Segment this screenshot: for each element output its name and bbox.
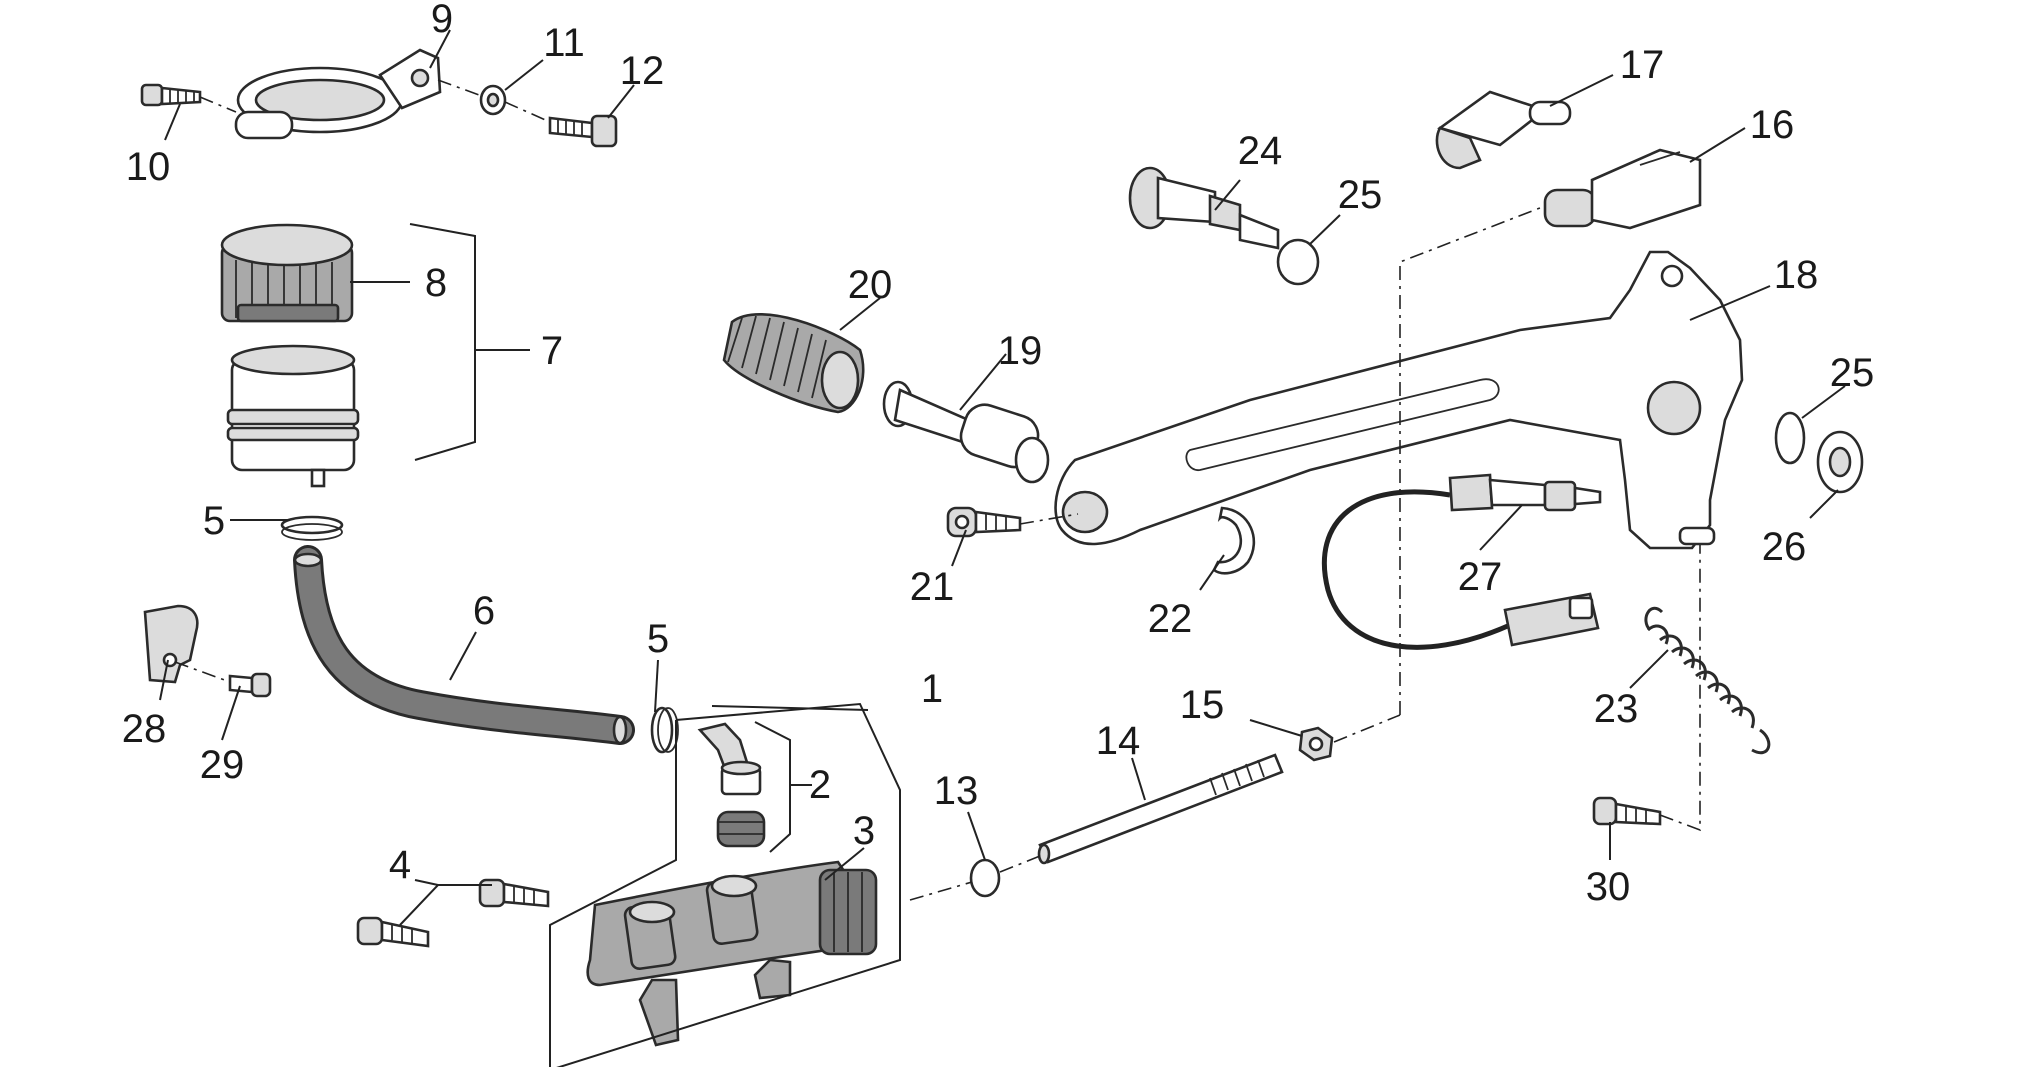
part-24-pivot-bolt (1128, 166, 1280, 250)
callout-labels: 1 2 3 4 5 5 6 7 8 9 10 11 12 13 14 15 16… (122, 0, 1875, 909)
callout-22: 22 (1148, 597, 1193, 641)
part-23-spring (1644, 606, 1771, 754)
part-20-pedal-rubber (722, 313, 865, 414)
part-19-pin (882, 380, 1050, 484)
callout-18: 18 (1774, 253, 1819, 297)
callout-14: 14 (1096, 719, 1141, 763)
part-29-screw (228, 672, 272, 698)
part-14-rod (1037, 753, 1284, 865)
callout-5-upper: 5 (203, 499, 225, 543)
callout-10: 10 (126, 145, 171, 189)
callout-1: 1 (921, 667, 943, 711)
part-21-screw (946, 506, 1022, 538)
part-27-switch (1321, 473, 1602, 650)
group-bracket-7 (409, 223, 530, 461)
part-26-washer (1816, 430, 1864, 494)
part-16-clevis (1543, 148, 1702, 230)
part-15-nut (1298, 726, 1334, 762)
callout-26: 26 (1762, 525, 1807, 569)
part-5-hose-clamp-upper (280, 515, 344, 541)
callout-5-lower: 5 (647, 617, 669, 661)
part-6-hose (293, 545, 635, 745)
part-22-circlip (1212, 506, 1256, 575)
part-11-washer (479, 84, 507, 116)
part-17-clip (1435, 90, 1572, 170)
assembly-lines (174, 79, 1701, 901)
callout-16: 16 (1750, 103, 1795, 147)
callout-19: 19 (998, 329, 1043, 373)
callout-11: 11 (543, 21, 585, 65)
callout-21: 21 (910, 565, 955, 609)
callout-17: 17 (1620, 43, 1665, 87)
callout-15: 15 (1180, 683, 1225, 727)
part-30-screw (1592, 796, 1662, 826)
part-7-reservoir (226, 344, 360, 488)
callout-4: 4 (389, 843, 411, 887)
part-8-reservoir-cap (220, 223, 354, 323)
callout-30: 30 (1586, 865, 1631, 909)
callout-7: 7 (541, 329, 563, 373)
part-25-o-ring-right (1774, 411, 1806, 465)
callout-20: 20 (848, 263, 893, 307)
part-2-fitting (697, 722, 766, 848)
group-bracket-1 (549, 702, 901, 1067)
callout-23: 23 (1594, 687, 1639, 731)
callout-2: 2 (809, 763, 831, 807)
part-18-lever (1054, 250, 1744, 550)
part-10-screw (140, 83, 202, 107)
part-28-bracket (143, 604, 199, 684)
callout-6: 6 (473, 589, 495, 633)
part-4-bolts (356, 878, 550, 948)
callout-13: 13 (934, 769, 979, 813)
callout-27: 27 (1458, 555, 1503, 599)
part-5-hose-clamp-lower (650, 706, 679, 754)
callout-12: 12 (620, 49, 665, 93)
part-13-o-ring (969, 858, 1001, 898)
callout-25-upper: 25 (1338, 173, 1383, 217)
part-25-o-ring-upper (1276, 238, 1320, 286)
callout-3: 3 (853, 809, 875, 853)
callout-9: 9 (431, 0, 453, 41)
callout-29: 29 (200, 743, 245, 787)
part-3-master-cylinder (586, 860, 878, 1047)
callout-24: 24 (1238, 129, 1283, 173)
part-12-bolt (548, 114, 618, 148)
callout-28: 28 (122, 707, 167, 751)
callout-25-right: 25 (1830, 351, 1875, 395)
part-9-bracket (234, 48, 442, 140)
callout-8: 8 (425, 261, 447, 305)
leader-lines (159, 29, 1846, 926)
